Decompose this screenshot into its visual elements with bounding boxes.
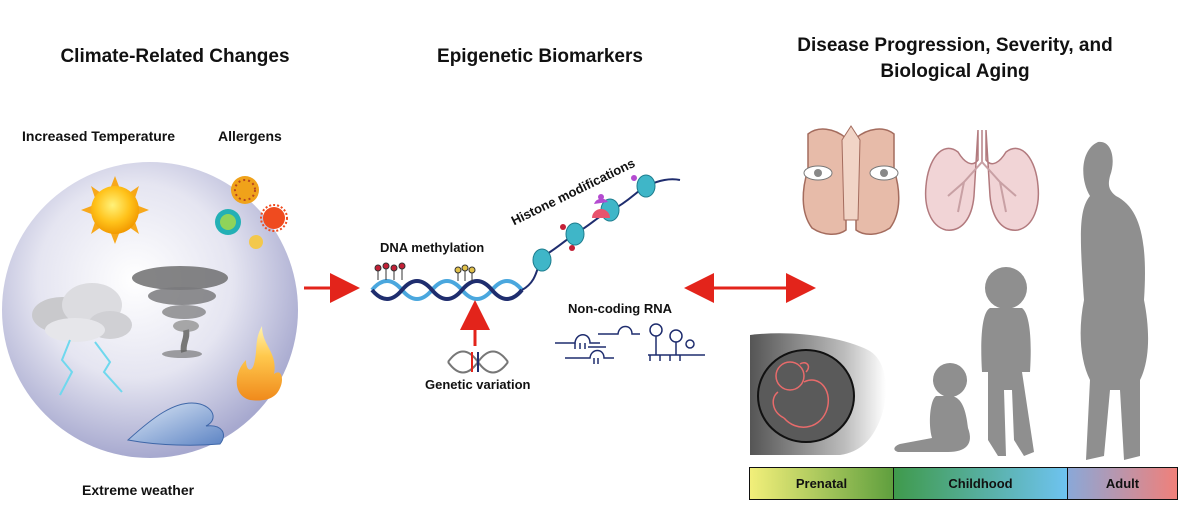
allergen-icon: [215, 176, 288, 249]
life-stage-timeline: Prenatal Childhood Adult: [749, 467, 1178, 500]
timeline-segment-adult: Adult: [1067, 468, 1177, 499]
heading-disease: Disease Progression, Severity, and Biolo…: [740, 33, 1170, 85]
wave-icon: [126, 402, 224, 446]
baby-silhouette: [894, 363, 970, 452]
label-non-coding-rna: Non-coding RNA: [568, 301, 672, 316]
label-extreme-weather: Extreme weather: [82, 482, 195, 498]
lungs-icon: [924, 129, 1040, 231]
heading-epigenetic: Epigenetic Biomarkers: [437, 46, 643, 67]
tornado-icon: [132, 266, 228, 358]
storm-cloud-icon: [32, 283, 132, 342]
methylation-marks-icon: [374, 262, 476, 281]
label-genetic-variation: Genetic variation: [425, 377, 531, 392]
non-coding-rna-icon: [555, 323, 705, 364]
adult-silhouette: [1080, 141, 1149, 460]
label-increased-temperature: Increased Temperature: [22, 128, 176, 144]
lightning-icon: [59, 339, 123, 396]
sinus-icon: [802, 125, 900, 235]
timeline-label-prenatal: Prenatal: [795, 476, 848, 491]
sun-icon: [81, 176, 149, 244]
climate-circle: [2, 162, 298, 458]
fire-icon: [236, 326, 282, 401]
dna-helix-icon: [370, 279, 524, 301]
fetus-icon: [750, 333, 886, 455]
timeline-label-adult: Adult: [1105, 476, 1140, 491]
timeline-segment-prenatal: Prenatal: [750, 468, 893, 499]
genetic-variation-dna-icon: [447, 350, 509, 374]
heading-climate: Climate-Related Changes: [60, 46, 290, 67]
timeline-label-childhood: Childhood: [948, 476, 1013, 491]
child-silhouette: [981, 267, 1034, 456]
label-dna-methylation: DNA methylation: [380, 240, 485, 255]
heading-disease-line2: Biological Aging: [880, 61, 1030, 82]
label-allergens: Allergens: [218, 128, 282, 144]
timeline-segment-childhood: Childhood: [893, 468, 1067, 499]
heading-disease-line1: Disease Progression, Severity, and: [797, 35, 1113, 56]
histone-marks-icon: [560, 175, 637, 251]
